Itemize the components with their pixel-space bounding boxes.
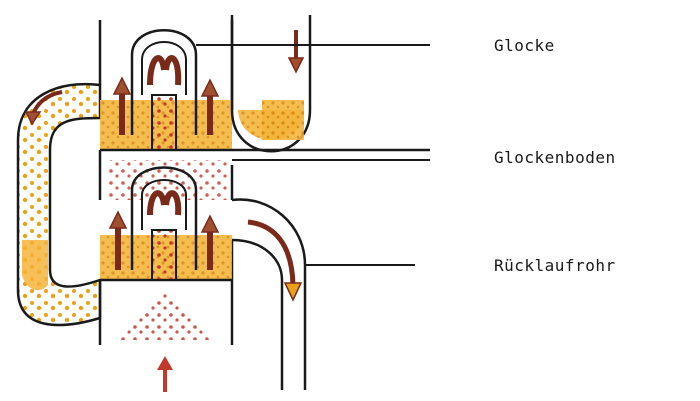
left-loop-pipe bbox=[18, 84, 100, 325]
vapor-inlet bbox=[120, 290, 210, 392]
label-glockenboden: Glockenboden bbox=[494, 148, 616, 167]
label-glocke: Glocke bbox=[494, 36, 555, 55]
label-ruecklaufrohr: Rücklaufrohr bbox=[494, 256, 616, 275]
return-pipe bbox=[232, 199, 415, 390]
